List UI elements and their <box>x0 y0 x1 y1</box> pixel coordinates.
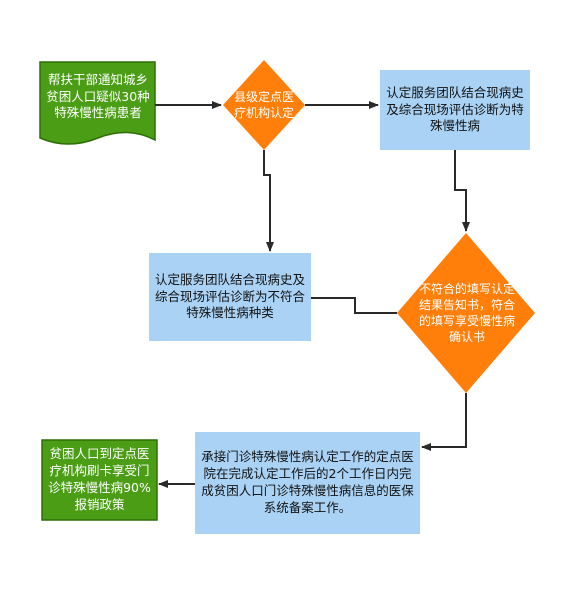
process-node-filing-label: 承接门诊特殊慢性病认定工作的定点医院在完成认定工作后的2个工作日内完成贫困人口门… <box>201 449 414 515</box>
end-node-label: 贫困人口到定点医疗机构刷卡享受门诊特殊慢性病90%报销政策 <box>48 446 151 512</box>
decision-node-notice-label: 不符合的填写认定结果告知书，符合的填写享受慢性病确认书 <box>418 281 515 345</box>
connector-notice-to-reject <box>311 297 397 314</box>
arrow-county-to-reject <box>263 150 274 252</box>
process-node-reject-shape <box>149 253 311 341</box>
start-node-label: 帮扶干部通知城乡贫困人口疑似30种特殊慢性病患者 <box>46 71 150 121</box>
process-node-confirm-shape <box>380 70 530 150</box>
decision-node-county-shape <box>223 60 305 150</box>
decision-node-county-label: 县级定点医疗机构认定 <box>234 89 295 120</box>
decision-node-notice-shape <box>397 233 535 393</box>
start-node-shape <box>39 61 156 145</box>
end-node-shape <box>41 439 158 521</box>
arrow-notice-to-filing <box>421 393 467 451</box>
process-node-reject-label: 认定服务团队结合现病史及综合现场评估诊断为不符合特殊慢性病种类 <box>154 271 305 321</box>
process-node-confirm-label: 认定服务团队结合现病史及综合现场评估诊断为特殊慢性病 <box>386 84 524 134</box>
process-node-filing-shape <box>195 432 420 534</box>
arrow-confirm-to-notice <box>454 150 470 232</box>
